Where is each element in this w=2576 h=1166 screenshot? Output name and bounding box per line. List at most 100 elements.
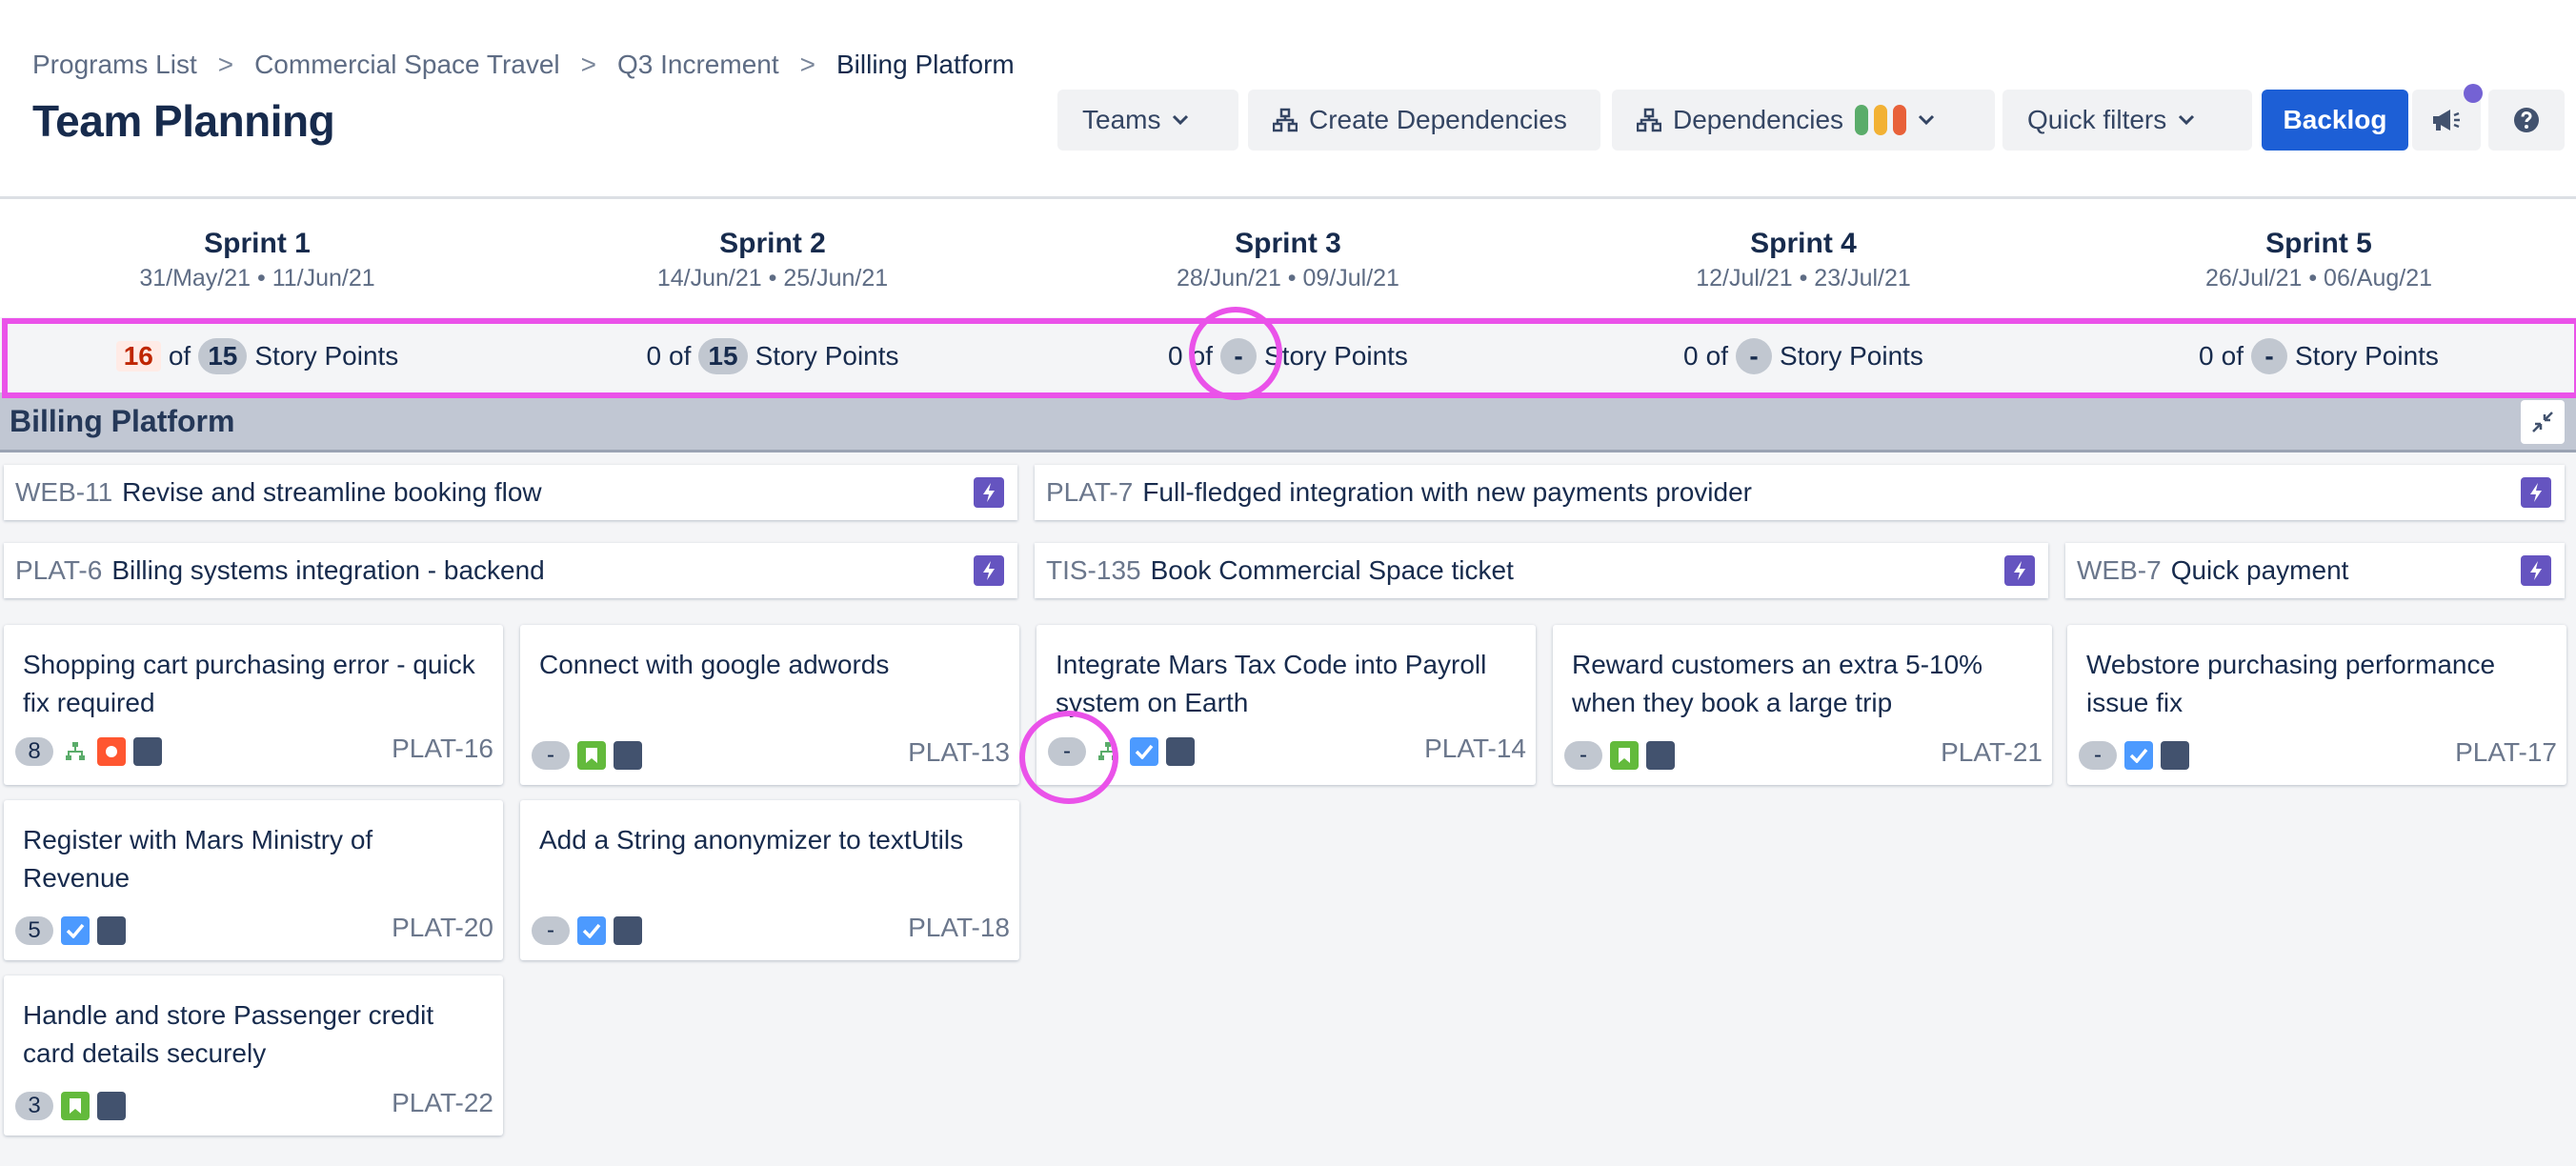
- issue-card[interactable]: Integrate Mars Tax Code into Payroll sys…: [1036, 625, 1536, 785]
- issue-summary: Register with Mars Ministry of Revenue: [23, 825, 373, 893]
- issue-key[interactable]: PLAT-18: [908, 913, 1010, 942]
- chevron-down-icon: [1918, 114, 1935, 126]
- issue-meta: -: [532, 741, 642, 770]
- sprint-dates: 28/Jun/21 • 09/Jul/21: [1177, 265, 1399, 292]
- sprint-dates: 14/Jun/21 • 25/Jun/21: [656, 265, 889, 292]
- create-dependencies-button[interactable]: Create Dependencies: [1248, 90, 1600, 151]
- issue-card[interactable]: Webstore purchasing performance issue fi…: [2067, 625, 2566, 785]
- issue-card[interactable]: Add a String anonymizer to textUtils - PLA…: [520, 800, 1019, 960]
- issue-card[interactable]: Reward customers an extra 5-10% when the…: [1553, 625, 2052, 785]
- points-of: of: [1190, 341, 1213, 371]
- story-bookmark-icon: [577, 741, 606, 770]
- issue-key[interactable]: PLAT-13: [908, 737, 1010, 767]
- issue-key[interactable]: PLAT-22: [392, 1088, 493, 1117]
- estimate-badge[interactable]: -: [532, 741, 570, 770]
- dependencies-button[interactable]: Dependencies: [1612, 90, 1995, 151]
- feature-bar[interactable]: WEB-7 Quick payment: [2065, 543, 2565, 598]
- issue-meta: 8: [15, 737, 162, 766]
- team-swimlane-header[interactable]: Billing Platform: [0, 392, 2576, 452]
- collapse-button[interactable]: [2521, 400, 2565, 444]
- capacity-pill[interactable]: 15: [198, 338, 248, 374]
- feature-bar[interactable]: WEB-11 Revise and streamline booking flo…: [4, 465, 1017, 520]
- estimate-badge[interactable]: -: [1564, 741, 1602, 770]
- header-divider: [0, 196, 2576, 199]
- feature-title: Full-fledged integration with new paymen…: [1142, 477, 1752, 507]
- issue-meta: 3: [15, 1092, 126, 1120]
- feature-bar[interactable]: PLAT-6 Billing systems integration - bac…: [4, 543, 1017, 598]
- breadcrumb-program[interactable]: Commercial Space Travel: [254, 50, 560, 79]
- quick-filters-button[interactable]: Quick filters: [2002, 90, 2252, 151]
- estimate-badge[interactable]: 3: [15, 1092, 53, 1120]
- story-points-row: [0, 320, 2576, 392]
- feature-key: PLAT-6: [15, 555, 103, 585]
- issue-key[interactable]: PLAT-14: [1424, 734, 1526, 763]
- issue-card[interactable]: Handle and store Passenger credit card d…: [4, 975, 503, 1136]
- hierarchy-icon: [1094, 737, 1122, 766]
- capacity-pill[interactable]: -: [1219, 338, 1257, 374]
- points-used-overcommitted: 16: [115, 341, 161, 372]
- task-checkbox-icon: [61, 916, 90, 945]
- estimate-badge[interactable]: 5: [15, 916, 53, 945]
- issue-key[interactable]: PLAT-17: [2455, 737, 2557, 767]
- sprint-dates: 31/May/21 • 11/Jun/21: [139, 265, 375, 292]
- sprint-4-story-points: 0 of - Story Points: [1546, 320, 2061, 392]
- dependency-color-red: [1893, 105, 1907, 135]
- points-of: of: [1705, 341, 1728, 371]
- feature-key: TIS-135: [1046, 555, 1141, 585]
- estimate-badge[interactable]: -: [2079, 741, 2117, 770]
- sprint-3-header: Sprint 3 28/Jun/21 • 09/Jul/21: [1031, 227, 1545, 293]
- sprint-4-header: Sprint 4 12/Jul/21 • 23/Jul/21: [1546, 227, 2061, 293]
- capacity-pill[interactable]: -: [2250, 338, 2287, 374]
- hierarchy-icon: [1637, 108, 1661, 132]
- capacity-pill[interactable]: 15: [698, 338, 748, 374]
- breadcrumb-programs-list[interactable]: Programs List: [32, 50, 197, 79]
- teams-button[interactable]: Teams: [1057, 90, 1238, 151]
- help-button[interactable]: [2488, 90, 2565, 151]
- sprint-dates: 26/Jul/21 • 06/Aug/21: [2204, 265, 2433, 292]
- feature-bar[interactable]: PLAT-7 Full-fledged integration with new…: [1035, 465, 2565, 520]
- issue-card[interactable]: Shopping cart purchasing error - quick f…: [4, 625, 503, 785]
- points-label: Story Points: [755, 341, 899, 371]
- hierarchy-icon: [61, 737, 90, 766]
- sprint-header-row: [0, 199, 2576, 317]
- priority-square-icon: [1166, 737, 1195, 766]
- sprint-dates: 12/Jul/21 • 23/Jul/21: [1696, 265, 1911, 292]
- priority-square-icon: [97, 1092, 126, 1120]
- epic-bolt-icon: [2521, 555, 2551, 586]
- feature-title: Revise and streamline booking flow: [122, 477, 542, 507]
- estimate-badge[interactable]: -: [1048, 737, 1086, 766]
- issue-summary: Reward customers an extra 5-10% when the…: [1572, 650, 1983, 717]
- priority-square-icon: [614, 741, 642, 770]
- backlog-button[interactable]: Backlog: [2262, 90, 2408, 151]
- issue-key[interactable]: PLAT-21: [1941, 737, 2043, 767]
- teams-button-label: Teams: [1082, 105, 1161, 134]
- sprint-1-story-points: 16 of 15 Story Points: [0, 320, 514, 392]
- capacity-pill[interactable]: -: [1735, 338, 1772, 374]
- issue-card[interactable]: Register with Mars Ministry of Revenue 5 P…: [4, 800, 503, 960]
- sprint-name: Sprint 3: [1235, 228, 1341, 259]
- issue-meta: -: [1564, 741, 1675, 770]
- points-used: 0: [1168, 341, 1183, 371]
- issue-summary: Add a String anonymizer to textUtils: [539, 825, 964, 854]
- breadcrumb-increment[interactable]: Q3 Increment: [617, 50, 779, 79]
- feature-key: WEB-11: [15, 477, 113, 507]
- quick-filters-label: Quick filters: [2027, 105, 2167, 134]
- feature-title: Billing systems integration - backend: [111, 555, 545, 585]
- issue-key[interactable]: PLAT-16: [392, 734, 493, 763]
- task-checkbox-icon: [577, 916, 606, 945]
- estimate-badge[interactable]: 8: [15, 737, 53, 766]
- priority-square-icon: [133, 737, 162, 766]
- issue-meta: -: [1048, 737, 1195, 766]
- estimate-badge[interactable]: -: [532, 916, 570, 945]
- dependencies-label: Dependencies: [1673, 105, 1844, 134]
- points-label: Story Points: [254, 341, 399, 371]
- issue-key[interactable]: PLAT-20: [392, 913, 493, 942]
- issue-card[interactable]: Connect with google adwords-PLAT-13: [520, 625, 1019, 785]
- issue-summary: Integrate Mars Tax Code into Payroll sys…: [1056, 650, 1487, 717]
- issue-summary: Handle and store Passenger credit card d…: [23, 1000, 434, 1068]
- sprint-1-header: Sprint 1 31/May/21 • 11/Jun/21: [0, 227, 514, 293]
- chevron-down-icon: [1173, 114, 1189, 126]
- points-used: 0: [1683, 341, 1699, 371]
- story-bookmark-icon: [61, 1092, 90, 1120]
- feature-bar[interactable]: TIS-135 Book Commercial Space ticket: [1035, 543, 2048, 598]
